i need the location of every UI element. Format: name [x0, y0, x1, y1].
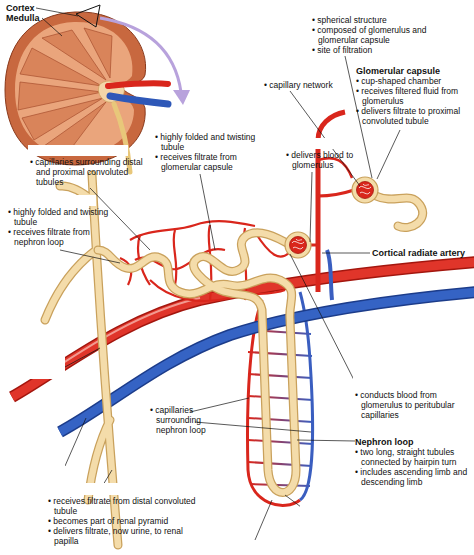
- capillary-rung: [248, 374, 312, 378]
- nephron-tubule-outline: [98, 233, 296, 493]
- annotation-block: • highly folded and twisting tubule• rec…: [155, 132, 257, 172]
- renal-pyramid: [44, 102, 106, 150]
- annotation-text: • receives filtered fluid from glomerulu…: [356, 86, 472, 106]
- zoom-arrow: [100, 18, 181, 92]
- annotation-block: • capillaries surrounding nephron loop: [150, 405, 228, 435]
- annotation-text: • capillaries surrounding nephron loop: [150, 405, 228, 435]
- nephron-tubule-outline: [376, 196, 423, 228]
- capillary-rung: [248, 352, 312, 356]
- leader-line: [36, 8, 78, 16]
- answer-blank: [285, 138, 360, 149]
- annotation-block: • conducts blood from glomerulus to peri…: [355, 390, 471, 420]
- leader-line: [65, 348, 100, 367]
- answer-blank: [155, 120, 265, 131]
- capillary-rung: [248, 396, 313, 400]
- part-label: Cortex: [6, 3, 76, 13]
- cortical-radiate-vein: [327, 250, 332, 300]
- answer-blank: [46, 483, 131, 495]
- zoom-marker: [76, 5, 100, 27]
- annotation-block: Nephron loop• two long, straight tubules…: [355, 437, 471, 487]
- annotation-block: Glomerular capsule• cup-shaped chamber• …: [356, 66, 472, 126]
- part-label: Cortical radiate artery: [372, 248, 472, 258]
- renal-pyramid: [84, 28, 112, 78]
- annotation-text: • becomes part of renal pyramid: [48, 516, 198, 526]
- annotation-text: • highly folded and twisting tubule: [8, 207, 110, 227]
- nephron-tubule: [98, 233, 296, 493]
- answer-blank: [310, 2, 395, 14]
- annotation-text: • receives filtrate from distal convolut…: [48, 496, 198, 516]
- leader-line: [310, 172, 312, 242]
- glomerulus: [290, 237, 307, 254]
- nephron-tubule: [376, 196, 423, 228]
- renal-artery: [108, 83, 168, 86]
- annotation-text: • capillary network: [264, 80, 359, 90]
- annotation-block: • capillary network: [264, 80, 359, 90]
- leader-line: [90, 188, 150, 250]
- annotation-block: • delivers blood to glomerulus: [286, 150, 366, 170]
- annotation-text: • delivers filtrate to proximal convolut…: [356, 106, 472, 126]
- annotation-text: • highly folded and twisting tubule: [155, 132, 257, 152]
- annotation-text: • delivers filtrate, now urine, to renal…: [48, 526, 198, 546]
- annotation-block: • highly folded and twisting tubule• rec…: [8, 207, 110, 247]
- leader-line: [377, 130, 400, 179]
- capillary-rung: [248, 418, 313, 422]
- leader-line: [195, 422, 311, 432]
- leader-line: [60, 250, 120, 263]
- peritubular-capillary: [130, 221, 255, 240]
- renal-vein: [110, 96, 168, 104]
- leader-line: [255, 500, 272, 540]
- answer-blank: [300, 505, 385, 517]
- leader-line: [290, 254, 355, 382]
- annotation-text: • receives filtrate from glomerular caps…: [155, 152, 257, 172]
- annotation-text: • receives filtrate from nephron loop: [8, 227, 110, 247]
- part-label: Medulla: [6, 13, 76, 23]
- annotation-text: • delivers blood to glomerulus: [286, 150, 366, 170]
- part-label: Nephron loop: [355, 437, 471, 447]
- answer-blank: [25, 455, 65, 477]
- answer-blank: [225, 540, 315, 554]
- annotation-block: Cortical radiate artery: [372, 248, 472, 258]
- afferent-arteriole: [318, 190, 354, 196]
- zoom-arrowhead: [173, 90, 190, 105]
- annotation-text: • site of filtration: [312, 45, 430, 55]
- capillary-rung: [250, 484, 310, 486]
- leader-line: [190, 398, 249, 412]
- annotation-block: • spherical structure• composed of glome…: [312, 15, 430, 55]
- capillary-rung: [248, 462, 312, 466]
- part-label: Glomerular capsule: [356, 66, 472, 76]
- annotation-text: • composed of glomerulus and glomerular …: [312, 25, 430, 45]
- answer-blank: [28, 145, 128, 156]
- annotation-block: CortexMedulla: [6, 3, 76, 23]
- annotation-text: • capillaries surrounding distal and pro…: [30, 157, 148, 187]
- leader-line: [65, 418, 86, 466]
- renal-pyramid: [20, 48, 102, 86]
- glomerulus-loops: [292, 239, 304, 249]
- peritubular-capillary: [174, 230, 177, 285]
- answer-blank: [25, 355, 65, 379]
- annotation-text: • cup-shaped chamber: [356, 76, 472, 86]
- glomerulus-loops: [359, 184, 371, 194]
- kidney-medulla: [15, 22, 134, 155]
- annotation-block: • receives filtrate from distal convolut…: [48, 496, 198, 546]
- annotation-text: • conducts blood from glomerulus to peri…: [355, 390, 471, 420]
- glomerulus: [357, 182, 374, 199]
- annotation-text: • spherical structure: [312, 15, 430, 25]
- annotation-text: • two long, straight tubules connected b…: [355, 447, 471, 467]
- glomerular-capsule: [285, 232, 311, 258]
- annotation-text: • includes ascending limb and descending…: [355, 467, 471, 487]
- leader-line: [42, 18, 62, 36]
- answer-blank: [6, 195, 96, 206]
- leader-line: [200, 174, 215, 250]
- answer-blank: [255, 68, 315, 79]
- capillary-rung: [248, 440, 313, 444]
- annotation-block: • capillaries surrounding distal and pro…: [30, 157, 148, 187]
- leader-line: [297, 440, 355, 441]
- answer-blank: [353, 377, 448, 389]
- vasa-recta-vein: [300, 292, 313, 500]
- leader-line: [322, 253, 370, 254]
